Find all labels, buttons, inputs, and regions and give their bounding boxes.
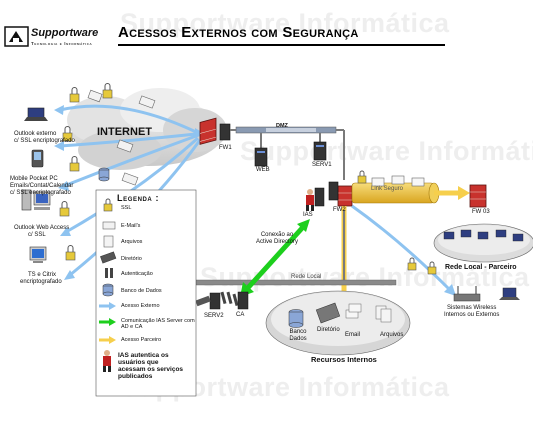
resource-diretorio: Diretório [317,327,340,333]
company-tagline: Tecnologia e Informática [31,41,93,46]
serv2-label: SERV2 [204,313,224,319]
internal-resources-area [265,290,411,356]
legend-ias-ad-ca: Comunicação IAS Server com AD e CA [121,318,195,330]
legend-banco-dados: Banco de Dados [121,288,162,294]
fw1-label: FW1 [219,145,232,151]
envelope-icon [87,89,156,186]
legend-emails: E-Mail's [121,223,141,229]
ias-label: IAS [303,212,313,218]
server-serv2 [195,292,221,310]
ca-label: CA [236,312,245,318]
resource-banco-dados: Banco Dados [289,329,307,342]
internal-resources-title: Recursos Internos [311,355,377,364]
ias-ad-communication-arrow [240,219,310,297]
database-icon [98,167,110,182]
tube-lock-icon [357,170,367,184]
legend-autenticacao: Autenticação [121,271,153,277]
serv1-label: SERV1 [312,162,332,168]
tube-envelope-icon [371,175,425,187]
legend-arquivos: Arquivos [121,239,143,245]
partner-lan-label: Rede Local - Parceiro [445,264,517,271]
partner-lan [433,223,533,263]
secure-link-tube [351,182,470,204]
legend-box [95,189,197,397]
pda-icon [31,149,44,168]
legend-ssl: SSL [121,205,132,211]
authentication-key-icon [220,291,239,307]
page-title: Acessos Externos com Segurança [118,24,359,41]
watermark-1: Supportware Informática [120,8,450,38]
company-logo [4,26,29,47]
wireless-router-icon [453,286,481,302]
resource-email: Email [345,332,361,338]
web-label: WEB [256,167,270,173]
company-name: Supportware [31,27,99,39]
legend-acesso-parceiro: Acesso Parceiro [121,337,162,343]
wireless-laptop-icon [499,287,520,300]
server-ca [237,291,249,310]
server-web [254,147,268,167]
lock-icon [59,83,113,261]
title-underline [118,44,445,46]
firewall-fw1 [199,117,231,145]
firewall-fw3 [469,184,487,208]
laptop-icon [24,107,48,121]
workstation-icon [21,189,51,211]
legend-acesso-externo: Acesso Externo [121,303,160,309]
legend-diretorio: Diretório [121,256,142,262]
link-seguro-label: Link Seguro [371,186,404,192]
legend-title: Legenda : [117,193,160,203]
dmz-label: DMZ [276,123,288,129]
watermark-2: Supportware Informática [240,136,533,166]
internet-label: INTERNET [97,126,152,138]
server-serv1 [313,141,327,161]
resource-arquivos: Arquivos [380,332,404,338]
firewall-fw2 [328,181,353,207]
wireless-access-arrow [351,204,456,296]
wireless-lock-icon [407,257,437,275]
fw3-label: FW 03 [472,209,490,215]
ias-guard-icon [306,187,325,211]
thin-client-icon [29,246,47,263]
fw2-label: FW2 [333,207,346,213]
rede-local-label: Rede Local [291,274,322,280]
